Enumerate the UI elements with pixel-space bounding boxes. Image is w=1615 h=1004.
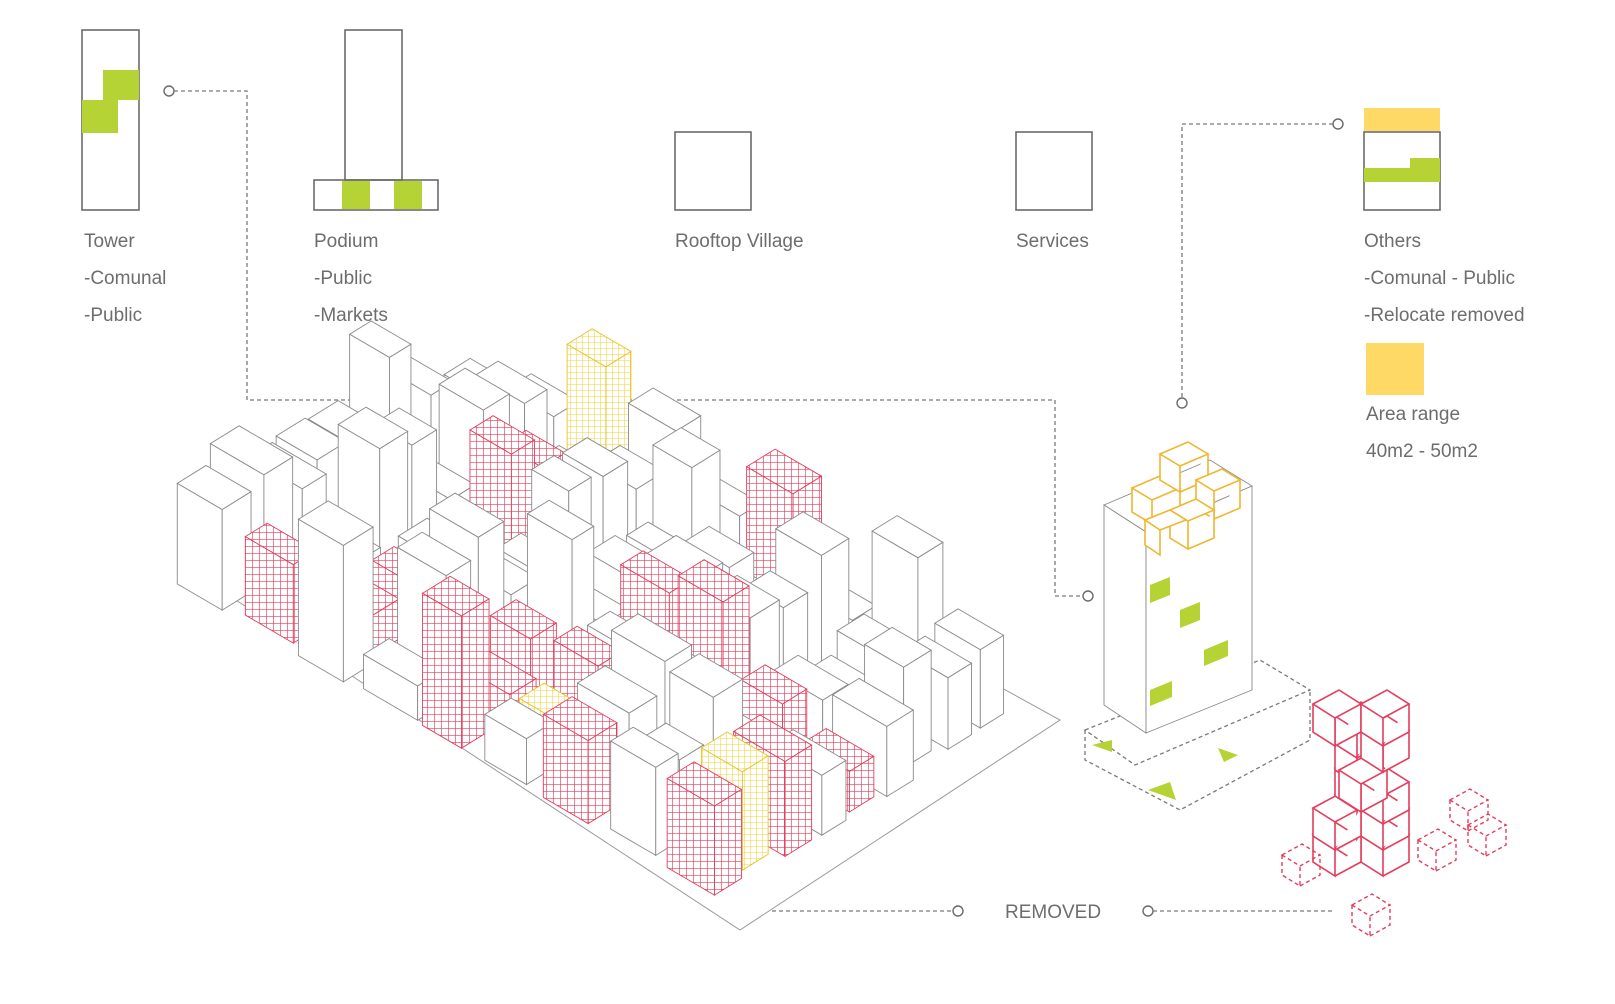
area-range-swatch	[1366, 343, 1424, 395]
leader-others	[1177, 119, 1343, 408]
podium-title: Podium	[314, 231, 378, 252]
podium-line-1: -Public	[314, 268, 372, 289]
tower-title: Tower	[84, 231, 135, 252]
tower-model	[1085, 442, 1310, 810]
area-range-title: Area range	[1366, 404, 1460, 425]
building-face	[948, 663, 972, 749]
podium-icon	[314, 30, 438, 210]
building-face	[742, 756, 768, 870]
tower-line-2: -Public	[84, 305, 142, 326]
removed-volumes	[1282, 690, 1506, 936]
others-line-1: -Comunal - Public	[1364, 268, 1515, 289]
building-face	[714, 789, 741, 895]
rooftop-village-title: Rooftop Village	[675, 231, 804, 252]
services-icon	[1016, 132, 1092, 210]
building-face	[980, 635, 1003, 728]
others-title: Others	[1364, 231, 1421, 252]
services-title: Services	[1016, 231, 1089, 252]
rooftop-village-icon	[675, 132, 751, 210]
podium-line-2: -Markets	[314, 305, 388, 326]
building-face	[785, 745, 812, 856]
removed-label: REMOVED	[1005, 902, 1101, 923]
building-face	[423, 593, 462, 748]
tower-icon	[82, 30, 139, 210]
others-icon	[1364, 108, 1440, 210]
others-line-2: -Relocate removed	[1364, 305, 1525, 326]
city-block-axonometric	[177, 321, 1060, 930]
area-range-value: 40m2 - 50m2	[1366, 441, 1478, 462]
building-face	[298, 519, 343, 682]
tower-line-1: -Comunal	[84, 268, 166, 289]
removed-cube-outline	[1352, 894, 1390, 936]
removed-cube-outline	[1418, 829, 1456, 871]
